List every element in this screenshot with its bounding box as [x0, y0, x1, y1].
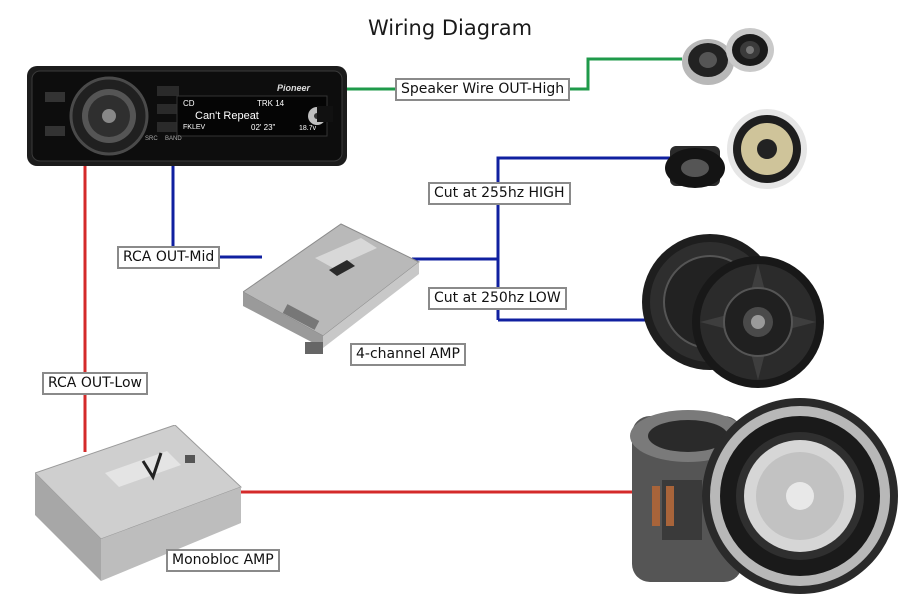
band-button[interactable]: BAND — [165, 136, 182, 142]
midrange-icon — [662, 108, 812, 190]
display-volume: 18.7v — [299, 125, 317, 132]
four-channel-amp-label: 4-channel AMP — [350, 343, 466, 366]
speaker-wire-high-label: Speaker Wire OUT-High — [395, 78, 571, 101]
high-pass-wire — [496, 156, 676, 320]
rca-out-low-label: RCA OUT-Low — [42, 372, 148, 395]
display-time: 02' 23" — [251, 123, 276, 132]
head-unit-brand: Pioneer — [277, 83, 311, 93]
diagram-title: Wiring Diagram — [367, 16, 533, 40]
cut-high-label: Cut at 255hz HIGH — [428, 182, 571, 205]
monobloc-amp-label: Monobloc AMP — [166, 549, 280, 572]
coaxial-speakers-icon — [640, 230, 825, 390]
subwoofer-icon — [622, 396, 900, 600]
tweeter-icon — [680, 22, 780, 92]
head-unit-icon[interactable]: Pioneer CD TRK 14 Can't Repeat FKLEV 02'… — [27, 66, 347, 166]
display-text: Can't Repeat — [195, 110, 259, 122]
display-source: CD — [183, 99, 195, 108]
four-channel-amp-icon — [242, 218, 423, 356]
src-button[interactable]: SRC — [145, 136, 158, 142]
rca-out-mid-label: RCA OUT-Mid — [117, 246, 221, 269]
display-level: FKLEV — [183, 124, 206, 131]
cut-low-label: Cut at 250hz LOW — [428, 287, 567, 310]
monobloc-amp-icon — [34, 424, 247, 585]
display-track: TRK 14 — [257, 99, 285, 108]
